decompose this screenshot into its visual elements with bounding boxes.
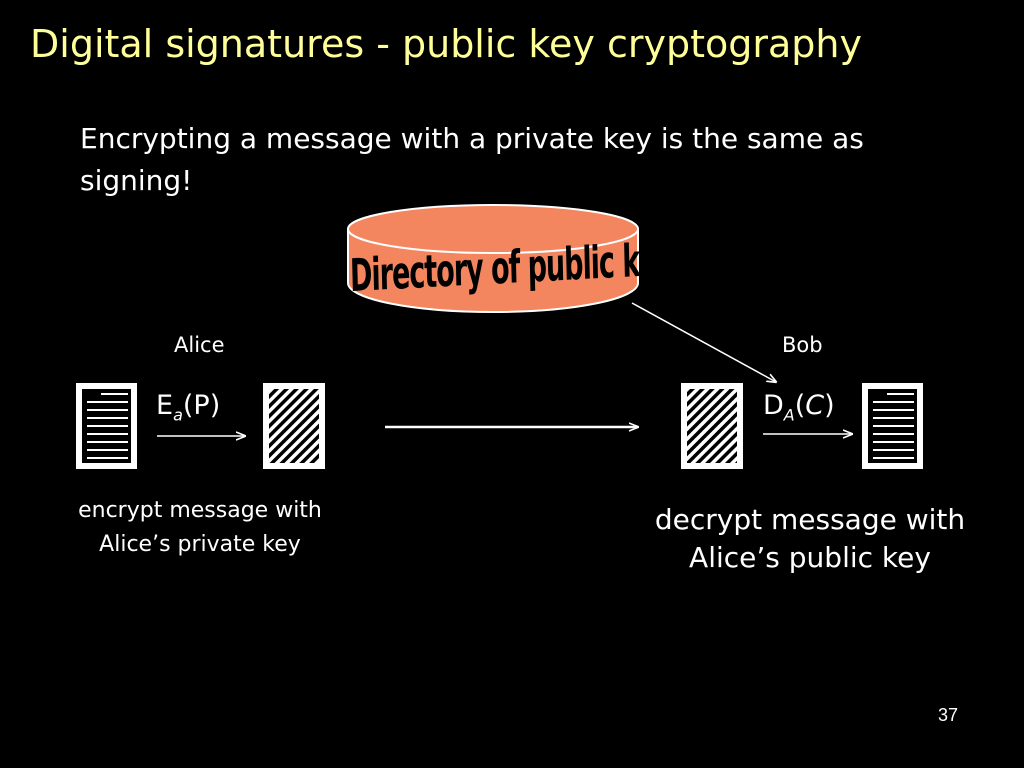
bob-caption-line2: Alice’s public key	[689, 541, 931, 574]
alice-caption-line1: encrypt message with	[78, 498, 322, 523]
function-open-paren: (	[794, 390, 806, 421]
bob-caption: decrypt message with Alice’s public key	[620, 501, 1000, 577]
function-subscript: A	[783, 405, 795, 425]
alice-caption: encrypt message with Alice’s private key	[40, 494, 360, 562]
slide-title: Digital signatures - public key cryptogr…	[30, 22, 862, 66]
intro-text: Encrypting a message with a private key …	[80, 122, 864, 197]
alice-encrypt-function: Ea(P)	[156, 390, 220, 424]
public-key-lookup-arrow	[631, 302, 776, 382]
directory-cylinder-icon	[347, 204, 639, 313]
function-subscript: a	[173, 405, 183, 425]
alice-caption-line2: Alice’s private key	[99, 532, 301, 557]
function-base: E	[156, 390, 174, 421]
bob-decrypt-function: DA(C)	[763, 390, 835, 424]
page-number: 37	[938, 705, 959, 725]
alice-label: Alice	[174, 333, 225, 357]
bob-plaintext-document-icon	[862, 383, 923, 469]
function-argument: C	[805, 390, 825, 421]
alice-ciphertext-document-icon	[263, 383, 325, 469]
directory-label: Directory of public keys	[349, 232, 689, 304]
function-close-paren: )	[824, 390, 835, 421]
alice-plaintext-document-icon	[76, 383, 137, 469]
bob-label: Bob	[782, 333, 823, 357]
bob-ciphertext-document-icon	[681, 383, 743, 469]
bob-caption-line1: decrypt message with	[654, 503, 966, 536]
function-argument: (P)	[182, 390, 221, 421]
function-base: D	[763, 390, 784, 421]
